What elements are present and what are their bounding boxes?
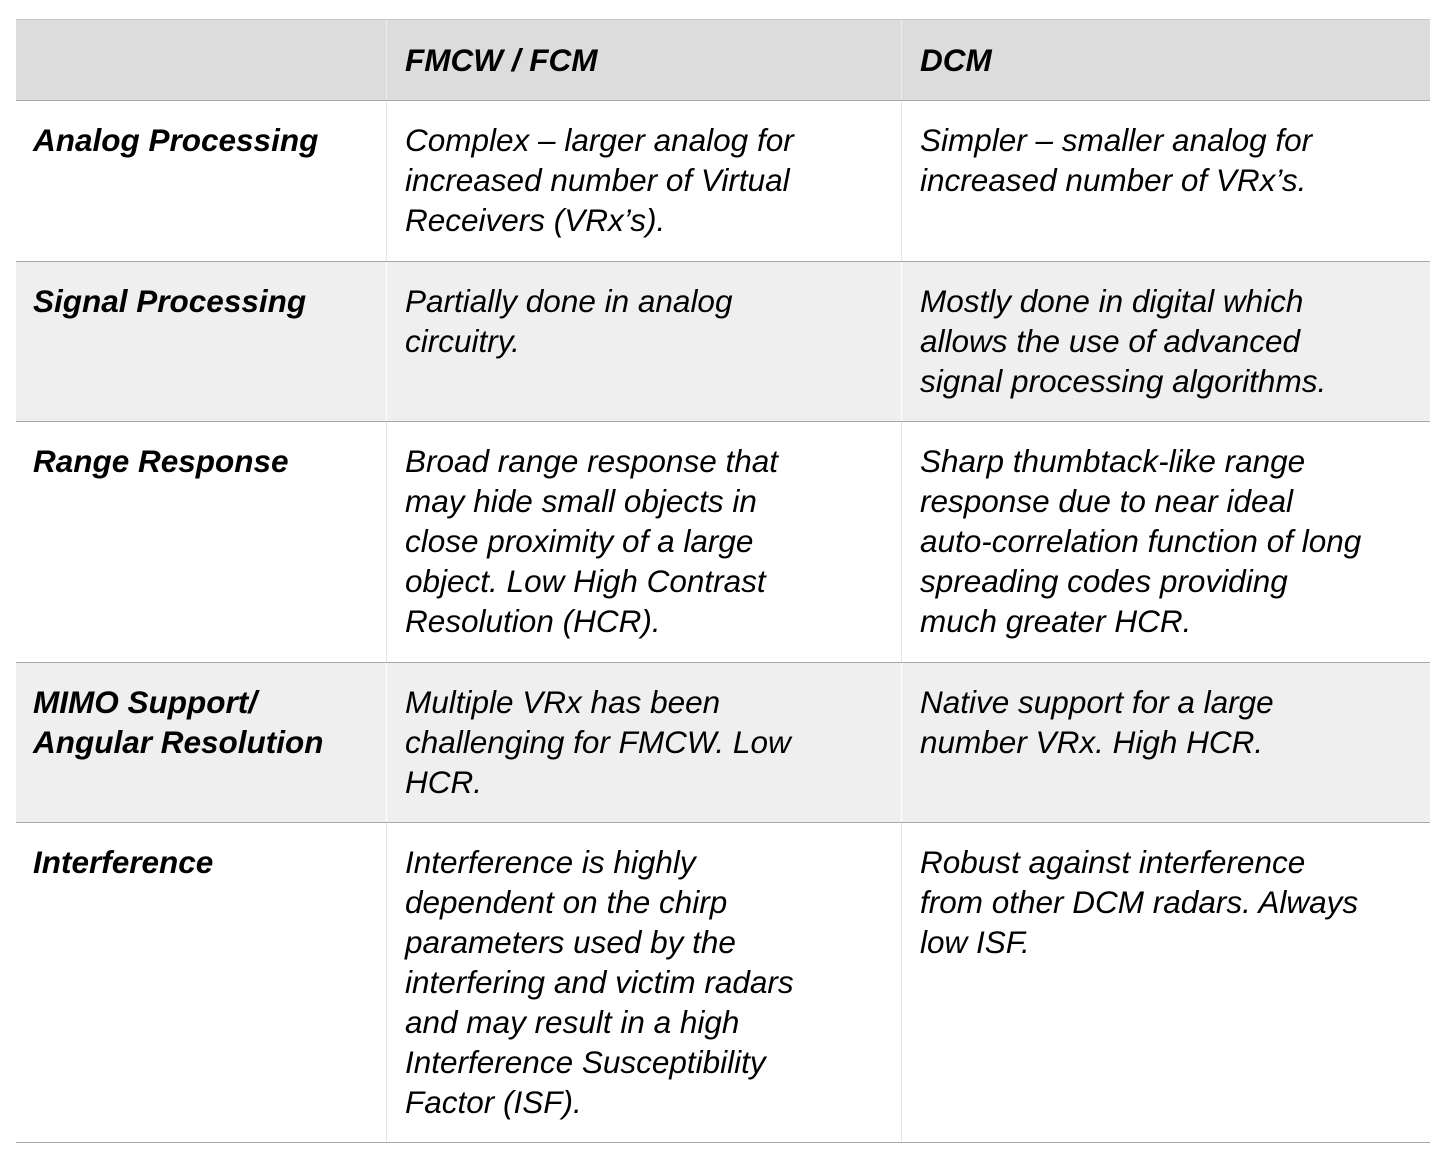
fmcw-cell-line: and may result in a high bbox=[405, 1004, 740, 1040]
header-cell-dcm: DCM bbox=[901, 20, 1430, 100]
fmcw-cell-line: Broad range response that bbox=[405, 443, 779, 479]
dcm-cell-line: increased number of VRx’s. bbox=[920, 162, 1307, 198]
dcm-cell-line: Native support for a large bbox=[920, 684, 1274, 720]
dcm-cell-line: from other DCM radars. Always bbox=[920, 884, 1359, 920]
fmcw-cell-line: Receivers (VRx’s). bbox=[405, 202, 666, 238]
row-label: Signal Processing bbox=[16, 262, 386, 421]
dcm-cell: Simpler – smaller analog for increased n… bbox=[901, 101, 1430, 261]
table-header-row: FMCW / FCM DCM bbox=[16, 20, 1430, 101]
fmcw-cell-line: Interference Susceptibility bbox=[405, 1044, 766, 1080]
fmcw-cell-line: Interference is highly bbox=[405, 844, 696, 880]
fmcw-cell: Partially done in analog circuitry. bbox=[386, 262, 901, 421]
fmcw-cell-line: circuitry. bbox=[405, 323, 520, 359]
fmcw-cell-line: increased number of Virtual bbox=[405, 162, 790, 198]
fmcw-cell-line: Factor (ISF). bbox=[405, 1084, 582, 1120]
dcm-cell-line: much greater HCR. bbox=[920, 603, 1192, 639]
fmcw-cell: Interference is highly dependent on the … bbox=[386, 823, 901, 1142]
dcm-cell-line: allows the use of advanced bbox=[920, 323, 1300, 359]
fmcw-cell-line: Partially done in analog bbox=[405, 283, 733, 319]
row-label-line: Range Response bbox=[33, 443, 289, 479]
row-label: Range Response bbox=[16, 422, 386, 662]
dcm-cell-line: response due to near ideal bbox=[920, 483, 1294, 519]
fmcw-cell-line: parameters used by the bbox=[405, 924, 736, 960]
table-row: Interference Interference is highly depe… bbox=[16, 823, 1430, 1143]
dcm-cell-line: Sharp thumbtack-like range bbox=[920, 443, 1306, 479]
fmcw-cell-line: dependent on the chirp bbox=[405, 884, 728, 920]
fmcw-cell-line: Complex – larger analog for bbox=[405, 122, 794, 158]
fmcw-cell: Multiple VRx has been challenging for FM… bbox=[386, 663, 901, 822]
dcm-cell-line: number VRx. High HCR. bbox=[920, 724, 1264, 760]
header-cell-empty bbox=[16, 20, 386, 100]
table-row: Analog Processing Complex – larger analo… bbox=[16, 101, 1430, 262]
row-label: Analog Processing bbox=[16, 101, 386, 261]
fmcw-cell: Broad range response that may hide small… bbox=[386, 422, 901, 662]
dcm-cell-line: auto-correlation function of long bbox=[920, 523, 1362, 559]
fmcw-cell-line: challenging for FMCW. Low bbox=[405, 724, 791, 760]
row-label-line: MIMO Support/ bbox=[33, 684, 257, 720]
row-label: Interference bbox=[16, 823, 386, 1142]
row-label-line: Angular Resolution bbox=[33, 724, 324, 760]
table-row: MIMO Support/ Angular Resolution Multipl… bbox=[16, 663, 1430, 823]
fmcw-cell-line: object. Low High Contrast bbox=[405, 563, 766, 599]
table-row: Signal Processing Partially done in anal… bbox=[16, 262, 1430, 422]
comparison-table: FMCW / FCM DCM Analog Processing Complex… bbox=[16, 19, 1430, 1143]
dcm-cell-line: low ISF. bbox=[920, 924, 1030, 960]
fmcw-cell-line: close proximity of a large bbox=[405, 523, 754, 559]
dcm-cell-line: Robust against interference bbox=[920, 844, 1306, 880]
fmcw-cell-line: interfering and victim radars bbox=[405, 964, 794, 1000]
fmcw-cell: Complex – larger analog for increased nu… bbox=[386, 101, 901, 261]
fmcw-cell-line: may hide small objects in bbox=[405, 483, 757, 519]
fmcw-cell-line: HCR. bbox=[405, 764, 482, 800]
dcm-cell-line: Simpler – smaller analog for bbox=[920, 122, 1313, 158]
fmcw-cell-line: Resolution (HCR). bbox=[405, 603, 661, 639]
dcm-cell: Robust against interference from other D… bbox=[901, 823, 1430, 1142]
dcm-cell: Native support for a large number VRx. H… bbox=[901, 663, 1430, 822]
dcm-cell-line: Mostly done in digital which bbox=[920, 283, 1304, 319]
dcm-cell: Mostly done in digital which allows the … bbox=[901, 262, 1430, 421]
fmcw-cell-line: Multiple VRx has been bbox=[405, 684, 721, 720]
table-row: Range Response Broad range response that… bbox=[16, 422, 1430, 663]
row-label-line: Interference bbox=[33, 844, 214, 880]
row-label: MIMO Support/ Angular Resolution bbox=[16, 663, 386, 822]
row-label-line: Analog Processing bbox=[33, 122, 319, 158]
dcm-cell-line: spreading codes providing bbox=[920, 563, 1288, 599]
dcm-cell: Sharp thumbtack-like range response due … bbox=[901, 422, 1430, 662]
dcm-cell-line: signal processing algorithms. bbox=[920, 363, 1327, 399]
row-label-line: Signal Processing bbox=[33, 283, 307, 319]
header-cell-fmcw: FMCW / FCM bbox=[386, 20, 901, 100]
